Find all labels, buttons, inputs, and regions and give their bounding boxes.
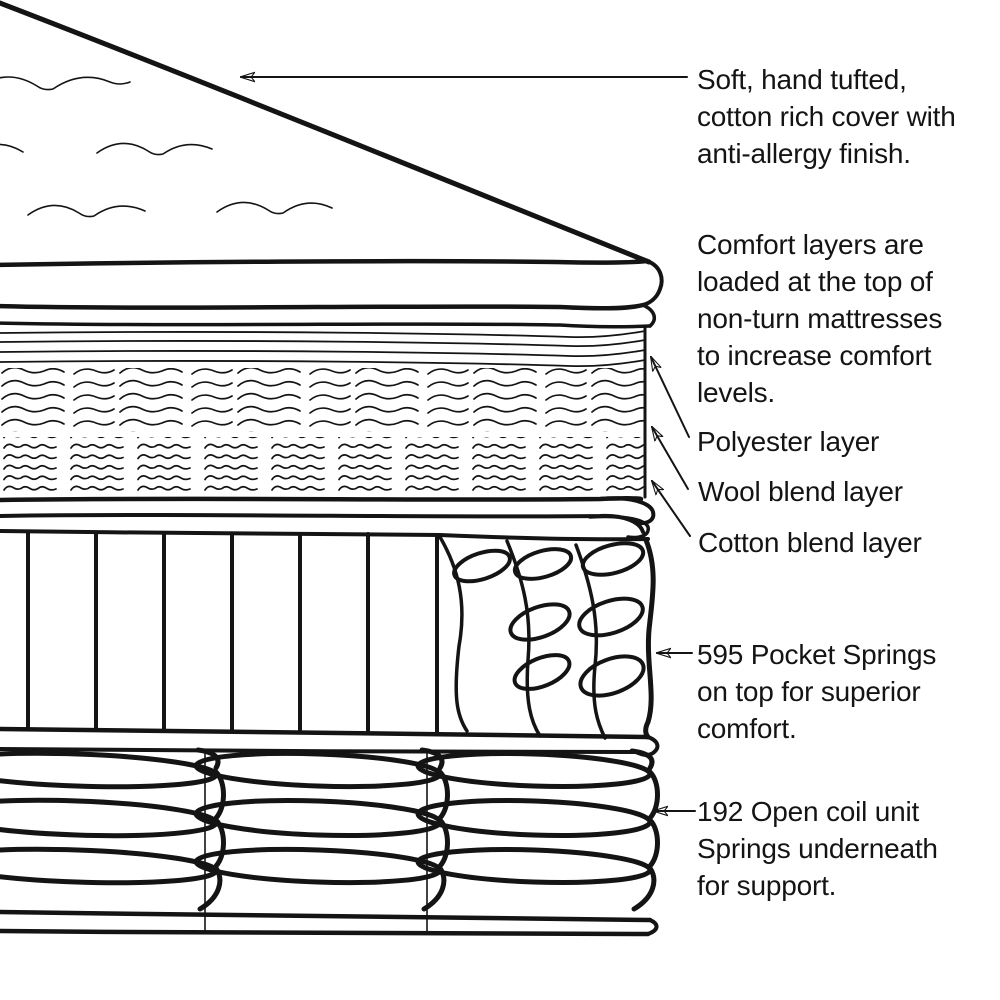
coil-section-3 [415,748,660,912]
wool-blend-layer-graphic [0,368,645,432]
tape-edge-band [0,302,657,329]
wool-arrow [652,427,689,490]
cotton-arrow [652,481,691,537]
pocket-springs-label: 595 Pocket Springs on top for superior c… [697,639,937,744]
open-coil-layer-graphic [0,747,660,932]
cotton-label: Cotton blend layer [698,527,922,558]
pocket-fabric-walls [26,531,439,735]
annotation-arrows [241,77,696,811]
pocket-spring-coils [438,535,656,740]
tuft-stitch-marks [0,76,333,218]
middle-border-band [0,496,656,540]
open-coil-label: 192 Open coil unit Springs underneath fo… [697,796,938,901]
quilted-top-panel [0,0,664,307]
coil-section-2 [193,747,450,912]
wool-label: Wool blend layer [698,476,903,507]
coil-section-1 [0,747,226,912]
cover-label: Soft, hand tufted, cotton rich cover wit… [697,64,956,169]
bottom-border-band [0,909,659,937]
polyester-layer-graphic [0,326,647,499]
polyester-arrow [650,357,690,438]
cotton-blend-layer-graphic [0,437,645,494]
comfort-layers-note: Comfort layers are loaded at the top of … [697,229,943,408]
polyester-label: Polyester layer [697,426,880,457]
pocket-springs-layer-graphic [0,529,660,757]
